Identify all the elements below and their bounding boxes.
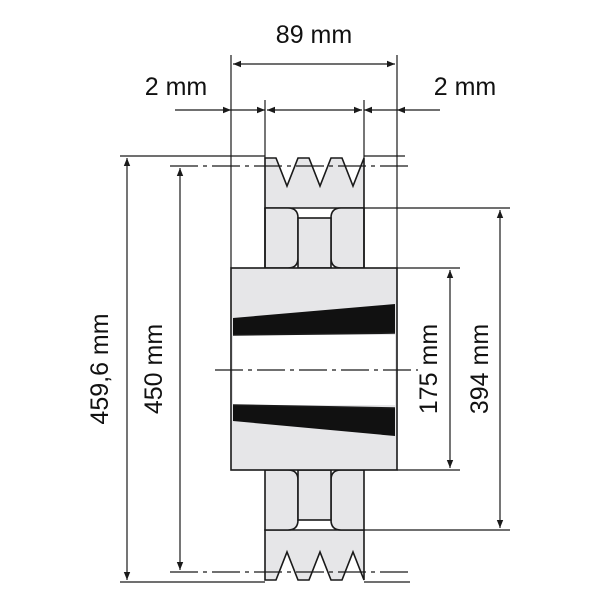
top-web-core <box>297 217 332 269</box>
label-hub-diameter: 175 mm <box>415 324 443 414</box>
bottom-rim <box>264 529 365 581</box>
dimension-arrows <box>123 60 504 580</box>
lower-keyway <box>233 405 395 436</box>
label-top-width: 89 mm <box>276 21 352 49</box>
label-pitch-diameter: 450 mm <box>140 324 168 414</box>
upper-keyway <box>233 304 395 335</box>
bottom-web-core <box>297 469 332 521</box>
bottom-web-right <box>330 469 365 531</box>
dimension-labels: 89 mm 2 mm 2 mm 459,6 mm 450 mm 175 mm 3… <box>86 21 496 425</box>
bottom-web <box>264 469 299 531</box>
label-left-offset: 2 mm <box>145 73 208 101</box>
label-right-offset: 2 mm <box>434 73 497 101</box>
label-outer-diameter: 459,6 mm <box>86 313 114 424</box>
top-web-right <box>330 207 365 269</box>
label-web-diameter: 394 mm <box>466 324 494 414</box>
pulley-body <box>230 157 398 581</box>
top-web <box>264 207 299 269</box>
